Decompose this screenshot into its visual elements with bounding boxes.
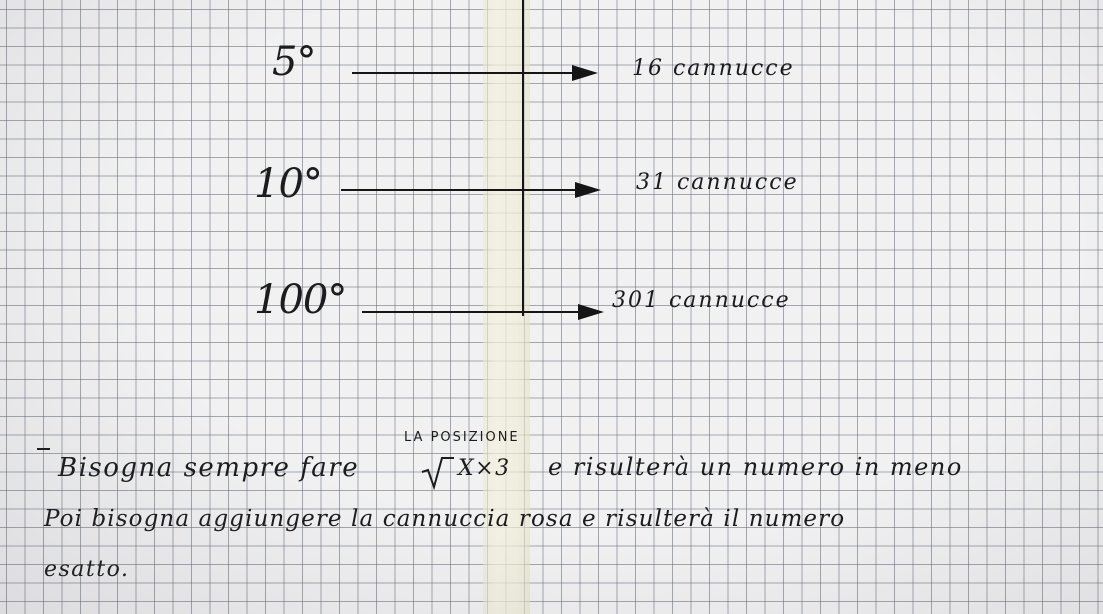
angle-label-10: 10° xyxy=(254,161,323,207)
angle-label-100: 100° xyxy=(254,277,347,323)
count-label-100: 301 cannucce xyxy=(612,288,791,313)
count-label-10: 31 cannucce xyxy=(636,170,799,195)
arrow-line-5 xyxy=(352,72,574,74)
arrowhead-100 xyxy=(578,304,604,320)
annotation-la-posizione: LA POSIZIONE xyxy=(404,430,520,445)
note-line3: esatto. xyxy=(44,557,130,582)
arrowhead-10 xyxy=(575,182,601,198)
arrow-line-10 xyxy=(341,189,577,191)
count-label-5: 16 cannucce xyxy=(632,56,795,81)
arrow-line-100 xyxy=(362,311,580,313)
note-line2: Poi bisogna aggiungere la cannuccia rosa… xyxy=(44,506,846,532)
arrowhead-5 xyxy=(572,65,598,81)
bullet-dash xyxy=(37,448,50,450)
note-formula: X×3 xyxy=(458,456,511,481)
note-line1-end: e risulterà un numero in meno xyxy=(548,453,963,481)
square-root-icon xyxy=(421,457,454,490)
angle-label-5: 5° xyxy=(272,39,316,85)
vertical-line xyxy=(522,0,524,316)
note-line1-start: Bisogna sempre fare xyxy=(58,453,360,483)
